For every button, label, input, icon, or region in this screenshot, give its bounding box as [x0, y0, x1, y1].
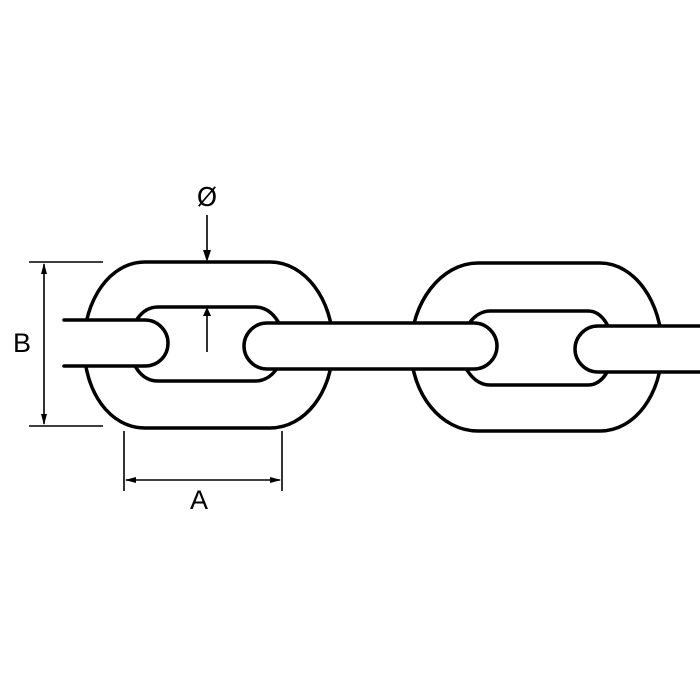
chain-link-left-rod	[62, 318, 170, 368]
dimension-label-b: B	[13, 328, 31, 358]
diameter-annotation: Ø	[197, 183, 217, 352]
chain-link-middle-rod	[242, 321, 499, 371]
diameter-label: Ø	[197, 183, 217, 213]
chain-link-2	[409, 261, 664, 433]
width-dimension-b: B	[13, 261, 103, 427]
chain-link-right-rod	[573, 324, 700, 374]
dimension-label-a: A	[190, 485, 208, 515]
pitch-dimension-a: A	[123, 431, 283, 515]
